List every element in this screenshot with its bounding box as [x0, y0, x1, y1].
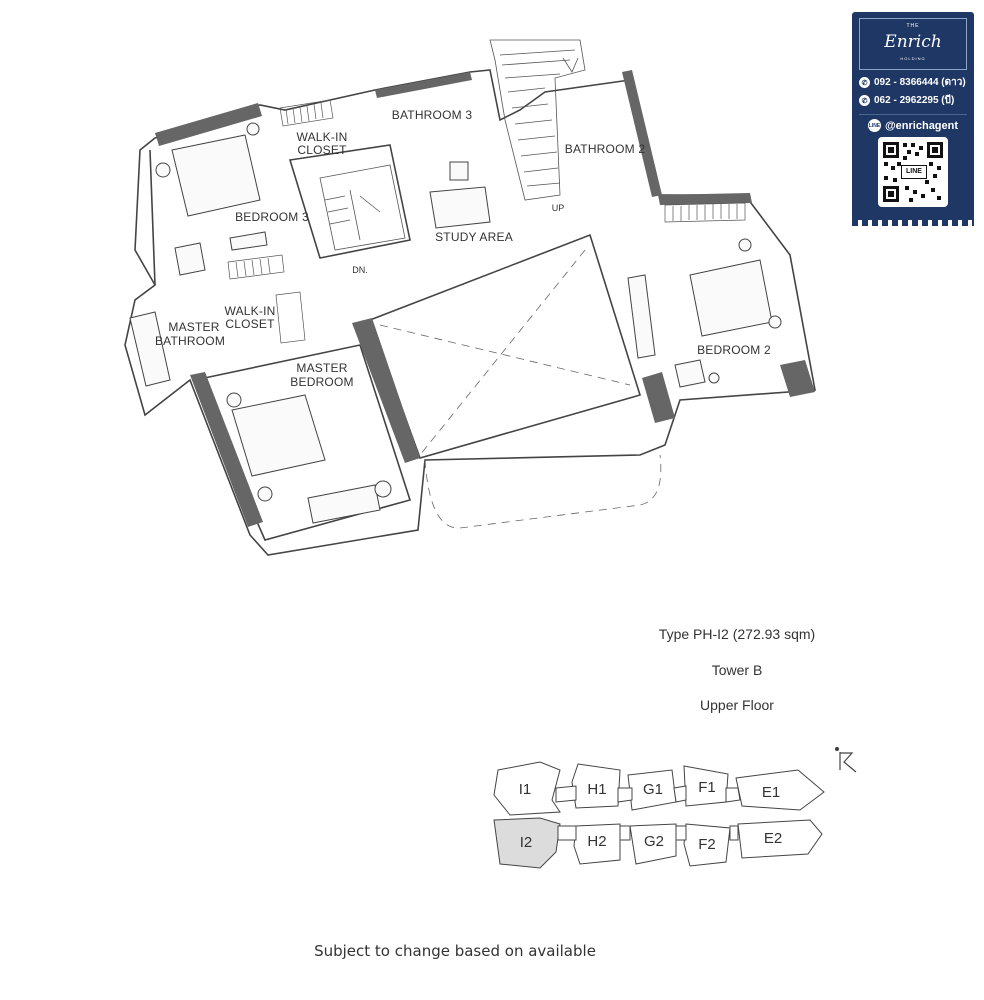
- stairs: [319, 39, 586, 251]
- logo-name: Enrich: [884, 32, 942, 52]
- label-bedroom-2: BEDROOM 2: [697, 343, 771, 357]
- label-bedroom-3: BEDROOM 3: [235, 210, 309, 224]
- line-app-icon: LINE: [867, 119, 881, 132]
- stair-arrow: [359, 57, 579, 213]
- brand-logo: THE Enrich HOLDING: [859, 18, 967, 70]
- unit-label-i2: I2: [520, 834, 533, 851]
- unit-type: Type PH-I2 (272.93 sqm): [658, 626, 816, 642]
- side-table: [374, 480, 392, 498]
- unit-label-h2: H2: [587, 833, 606, 850]
- unit-label-f1: F1: [698, 779, 716, 796]
- north-arrow-icon: [834, 746, 857, 773]
- unit-shape-h2: [573, 823, 621, 865]
- unit-label-e2: E2: [764, 830, 782, 847]
- logo-sub-text: HOLDING: [900, 56, 926, 61]
- unit-label-h1: H1: [587, 781, 606, 798]
- closet-shelving: [227, 99, 746, 344]
- unit-shape-g2: [629, 823, 677, 865]
- logo-top-text: THE: [906, 23, 920, 29]
- phone-1: 092 - 8366444 (ดาว): [874, 77, 966, 88]
- unit-label-f2: F2: [698, 836, 716, 853]
- study-desk: [429, 186, 491, 229]
- floor-plan-columns: [155, 70, 815, 527]
- unit-label-g1: G1: [643, 781, 663, 798]
- unit-label-e1: E1: [762, 784, 780, 801]
- label-study-area: STUDY AREA: [435, 230, 513, 244]
- bed-bedroom-2: [689, 259, 773, 337]
- unit-shape-e1: [735, 769, 825, 811]
- bed-bedroom-3: [171, 134, 261, 217]
- label-up: UP: [552, 203, 565, 213]
- label-bathroom-3: BATHROOM 3: [392, 108, 473, 122]
- furniture: [129, 122, 782, 524]
- key-plan: I1 H1 G1 F1 E1 I2 H2 G2 F2 E2: [493, 746, 857, 869]
- phone-2: 062 - 2962295 (บี): [874, 95, 955, 106]
- unit-shape-f2: [683, 823, 731, 867]
- phone-icon: ✆: [859, 95, 870, 106]
- unit-shape-i1: [493, 761, 561, 816]
- label-dn: DN.: [352, 265, 368, 275]
- qr-code-icon: [883, 142, 943, 202]
- line-id: @enrichagent: [884, 119, 959, 132]
- qr-line-label: LINE: [901, 165, 927, 179]
- unit-shape-e2: [737, 819, 823, 859]
- qr-code[interactable]: LINE: [878, 137, 948, 207]
- unit-label-g2: G2: [644, 833, 664, 850]
- void-open-to-below: [379, 249, 662, 529]
- bed-master-bedroom: [231, 394, 326, 477]
- label-bathroom-2: BATHROOM 2: [565, 142, 646, 156]
- unit-tower: Tower B: [711, 662, 763, 678]
- unit-shape-i2: [493, 817, 561, 869]
- unit-floor: Upper Floor: [700, 697, 774, 713]
- line-id-row[interactable]: LINE @enrichagent: [859, 114, 967, 132]
- badge-edge: [852, 218, 974, 226]
- phone-icon: ✆: [859, 77, 870, 88]
- study-chair: [449, 161, 469, 181]
- disclaimer-note: Subject to change based on available: [314, 942, 596, 960]
- phone-2-row[interactable]: ✆ 062 - 2962295 (บี): [859, 93, 967, 108]
- unit-shape-h1: [571, 763, 621, 809]
- bathtub: [129, 311, 171, 387]
- contact-badge: THE Enrich HOLDING ✆ 092 - 8366444 (ดาว)…: [852, 12, 974, 226]
- bench: [307, 484, 381, 524]
- phone-1-row[interactable]: ✆ 092 - 8366444 (ดาว): [859, 75, 967, 90]
- unit-label-i1: I1: [519, 781, 532, 798]
